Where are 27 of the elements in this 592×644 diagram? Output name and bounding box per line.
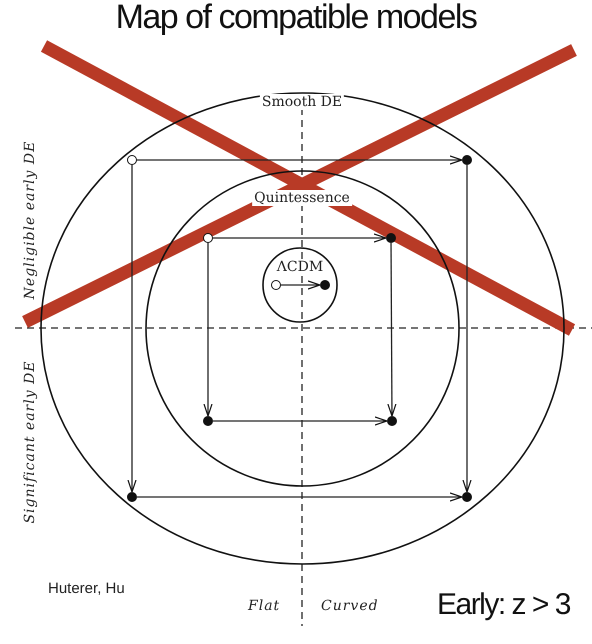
arrow xyxy=(213,416,388,426)
arrow xyxy=(387,243,396,417)
credit-text: Huterer, Hu xyxy=(48,580,125,597)
solid-point xyxy=(127,492,137,502)
axis-label: Curved xyxy=(321,598,379,614)
arrow xyxy=(137,155,463,165)
region-label: Quintessence xyxy=(252,190,352,206)
arrow xyxy=(137,492,463,502)
arrow xyxy=(462,165,472,493)
side-label: Significant early DE xyxy=(22,360,38,524)
arrow xyxy=(203,243,213,417)
solid-point xyxy=(320,280,330,290)
hollow-point xyxy=(203,233,213,243)
region-label: Smooth DE xyxy=(260,94,344,110)
side-label: Negligible early DE xyxy=(22,140,38,300)
arrow xyxy=(213,233,387,243)
solid-point xyxy=(387,416,397,426)
note-text: Early: z > 3 xyxy=(437,588,570,622)
hollow-point xyxy=(271,280,281,290)
arrow xyxy=(281,280,321,290)
solid-point xyxy=(462,155,472,165)
hollow-point xyxy=(127,155,137,165)
title: Map of compatible models xyxy=(116,0,476,37)
axis-label: Flat xyxy=(248,598,280,614)
solid-point xyxy=(462,492,472,502)
arrow xyxy=(127,165,137,493)
solid-point xyxy=(203,416,213,426)
